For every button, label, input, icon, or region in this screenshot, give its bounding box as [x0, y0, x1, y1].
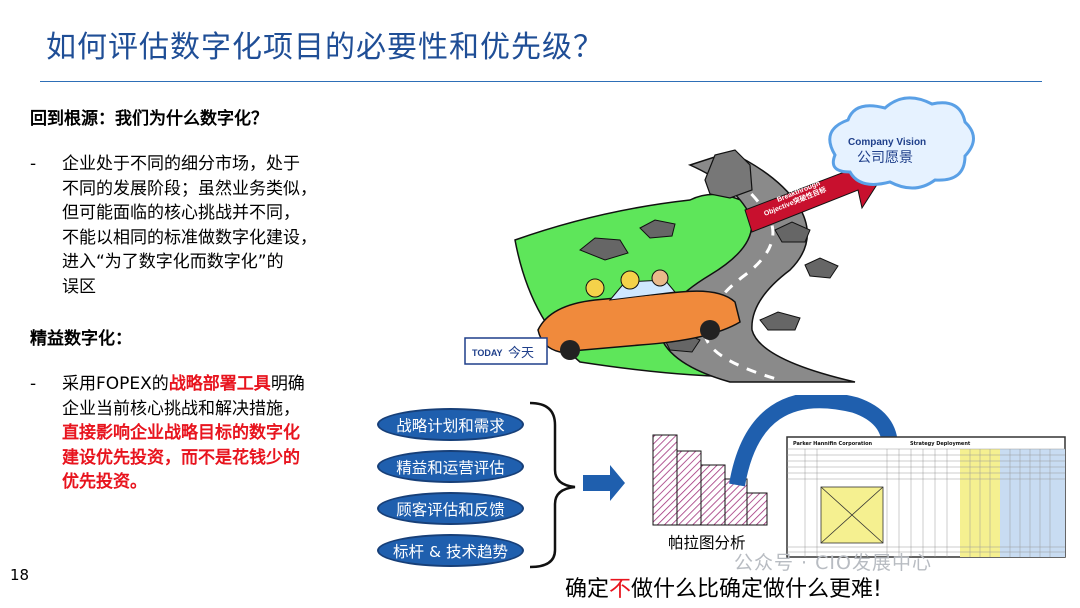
pareto-bar	[676, 450, 702, 526]
page-title: 如何评估数字化项目的必要性和优先级？	[46, 30, 604, 65]
car-body	[537, 290, 741, 353]
section-heading-lean: 精益数字化：	[30, 329, 132, 349]
bullet-lean-text: 采用FOPEX的战略部署工具明确 企业当前核心挑战和解决措施， 直接影响企业战略…	[62, 372, 305, 495]
car-wheel	[700, 320, 720, 340]
today-label-en: TODAY	[472, 348, 503, 358]
today-box	[464, 337, 548, 365]
pareto-label: 帕拉图分析	[668, 534, 746, 552]
pareto-bar	[746, 492, 768, 526]
matrix-header-right: Strategy Deployment	[910, 441, 971, 447]
conclusion-text: 确定不做什么比确定做什么更难!	[565, 571, 882, 603]
matrix-x-line	[820, 486, 884, 544]
cloud-label-en: Company Vision	[848, 137, 926, 148]
vision-cloud	[828, 96, 975, 190]
conclusion-prefix: 确定	[565, 577, 610, 602]
text-line: 不能以相同的标准做数字化建设，	[62, 227, 317, 248]
rock	[639, 219, 676, 239]
input-pill-benchmark: 标杆 & 技术趋势	[377, 534, 524, 567]
bullet-why-text: 企业处于不同的细分市场，处于 不同的发展阶段；虽然业务类似， 但可能面临的核心挑…	[62, 152, 317, 299]
today-label-zh: 今天	[508, 345, 534, 361]
page-number: 18	[10, 566, 30, 584]
text-line-red: 建设优先投资，而不是花钱少的	[62, 447, 300, 468]
rock	[759, 311, 801, 331]
input-pill-lean: 精益和运营评估	[377, 450, 524, 483]
car-wheel	[560, 340, 580, 360]
pareto-chart	[652, 434, 768, 526]
curved-arrow	[729, 395, 898, 487]
passenger-head	[651, 269, 669, 287]
text-line: 不同的发展阶段；虽然业务类似，	[62, 178, 317, 199]
text-line: 但可能面临的核心挑战并不同，	[62, 203, 300, 223]
rock	[804, 257, 839, 279]
input-pill-strategy: 战略计划和需求	[377, 408, 524, 441]
rock	[774, 221, 811, 243]
bullet-dash: -	[30, 374, 37, 394]
text-line: 采用FOPEX的战略部署工具明确	[62, 372, 305, 397]
road-centerline	[703, 168, 781, 382]
text-line: 企业处于不同的细分市场，处于	[62, 154, 300, 174]
text-line-red: 优先投资。	[62, 472, 147, 492]
pareto-bar	[700, 464, 726, 526]
text-line: 误区	[62, 276, 96, 297]
passenger-head	[585, 278, 605, 298]
input-pill-customer: 顾客评估和反馈	[377, 492, 524, 525]
rock	[704, 149, 753, 199]
bullet-why: - 企业处于不同的细分市场，处于 不同的发展阶段；虽然业务类似， 但可能面临的核…	[30, 152, 370, 302]
passenger-head	[620, 270, 640, 290]
watermark: 公众号 · CIO发展中心	[734, 552, 932, 574]
journey-illustration: Breakthrough Objective突破性目标 Company Visi…	[464, 96, 975, 383]
process-graphics: Parker Hannifin Corporation Strategy Dep…	[529, 395, 1066, 569]
rock	[579, 237, 629, 261]
bullet-dash: -	[30, 154, 37, 174]
text-line: 进入“为了数字化而数字化”的	[62, 252, 284, 272]
brace	[529, 401, 576, 569]
text-line-red: 直接影响企业战略目标的数字化	[62, 423, 300, 443]
pareto-bar	[652, 434, 678, 526]
flow-arrow	[583, 465, 625, 501]
bullet-lean: - 采用FOPEX的战略部署工具明确 企业当前核心挑战和解决措施， 直接影响企业…	[30, 372, 370, 497]
text-line: 企业当前核心挑战和解决措施，	[62, 398, 300, 419]
matrix-header: Parker Hannifin Corporation	[793, 441, 873, 447]
text-fragment: 采用FOPEX的	[62, 374, 169, 394]
strategy-matrix: Parker Hannifin Corporation Strategy Dep…	[786, 436, 1066, 558]
cloud-label-zh: 公司愿景	[857, 150, 913, 166]
highlight-strategy-tool: 战略部署工具	[168, 374, 271, 394]
title-divider	[40, 81, 1042, 82]
section-heading-why: 回到根源：我们为什么数字化？	[30, 109, 268, 129]
text-fragment: 明确	[270, 374, 305, 394]
conclusion-suffix: 做什么比确定做什么更难!	[631, 577, 882, 602]
conclusion-highlight: 不	[609, 577, 632, 602]
